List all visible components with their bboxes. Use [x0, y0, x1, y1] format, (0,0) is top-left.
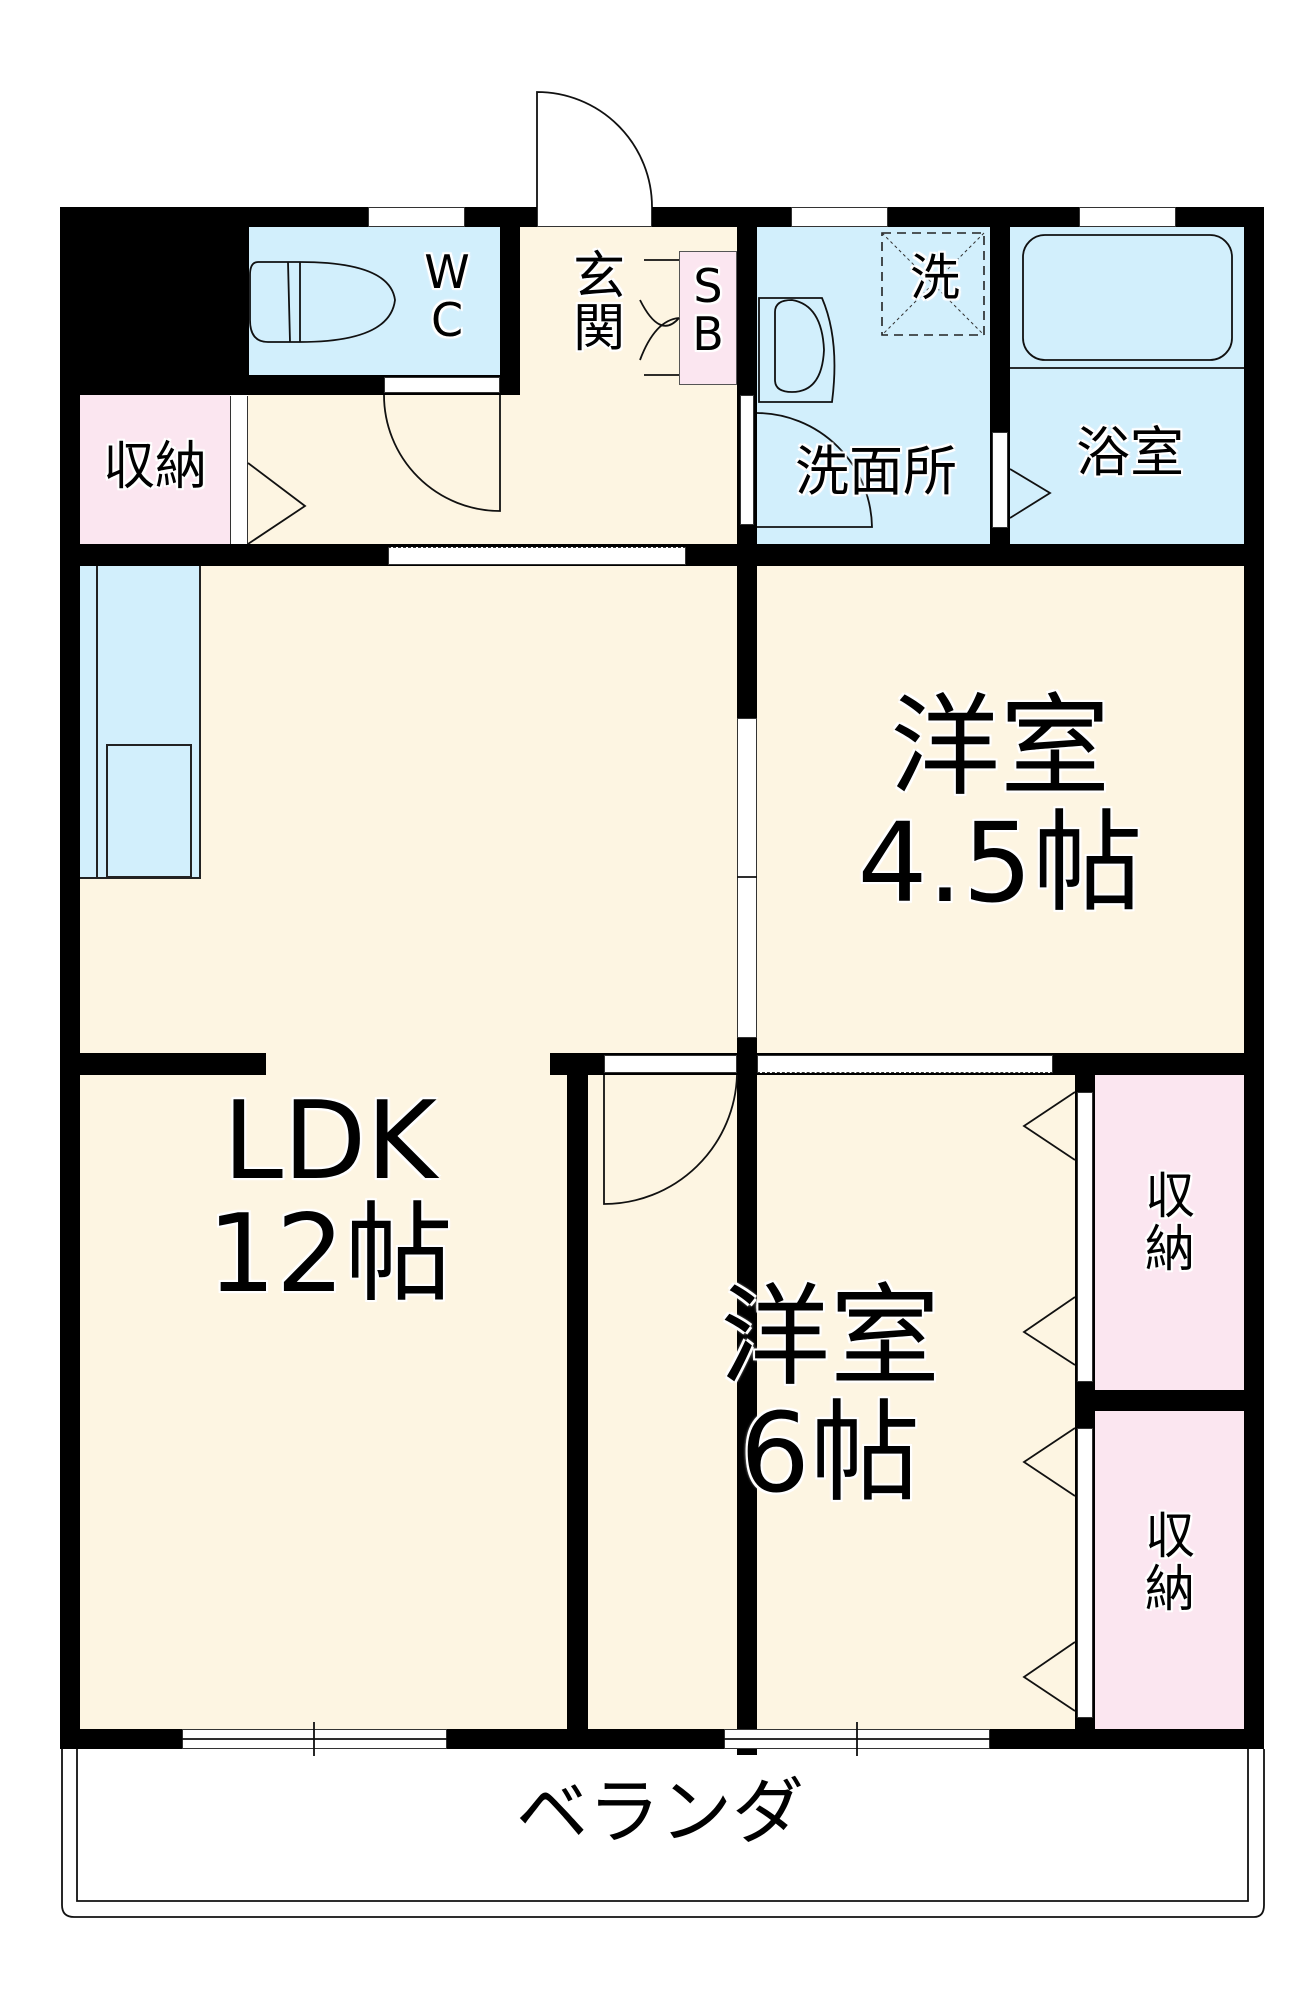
wall-outer-left	[60, 207, 80, 1749]
genkan-label: 玄関	[563, 248, 624, 352]
washer-space-icon	[881, 232, 985, 336]
bath-door[interactable]	[992, 432, 1008, 528]
storage-upper-label: 収 納	[1130, 1170, 1210, 1275]
storage-upper	[1095, 1075, 1244, 1390]
window-wc	[368, 207, 465, 227]
wall-ldk-room6	[567, 1053, 588, 1749]
shoe-box-label: S B	[680, 262, 736, 359]
hall-storage	[80, 395, 230, 544]
toilet-icon	[249, 261, 396, 343]
storage-lower-line2: 納	[1145, 1559, 1195, 1618]
room6-door-opening[interactable]	[604, 1055, 737, 1073]
ldk-size: 12帖	[207, 1192, 453, 1318]
wc-door-opening[interactable]	[384, 377, 500, 393]
storage-lower-line1: 収	[1145, 1507, 1195, 1565]
washroom-label: 洗面所	[795, 440, 957, 503]
washroom-room	[757, 227, 990, 544]
sliding-door-4-5[interactable]	[737, 718, 757, 1038]
wall-wc-right	[500, 207, 520, 395]
washbasin-icon	[758, 297, 836, 403]
shoe-box-label-line1: S	[693, 259, 723, 313]
wc-door-swing-icon	[383, 394, 501, 512]
ldk-name: LDK	[222, 1079, 438, 1204]
wc-label-line1: W	[424, 245, 470, 299]
bathtub-icon	[1022, 234, 1233, 361]
shoe-box	[679, 251, 737, 385]
window-bath	[1079, 207, 1176, 227]
bath-room	[1010, 227, 1244, 544]
western-room-4-5-size: 4.5帖	[857, 798, 1143, 927]
wc-room	[249, 227, 500, 375]
balcony-label: ベランダ	[515, 1770, 804, 1854]
shoe-box-label-line2: B	[692, 307, 724, 362]
room6-sliding-door[interactable]	[757, 1055, 1053, 1073]
ldk-sliding-door[interactable]	[388, 547, 686, 565]
wall-ldk-stub	[60, 1053, 266, 1075]
balcony-outline	[61, 1749, 1265, 1918]
storage-upper-door[interactable]	[1077, 1092, 1093, 1382]
storage-upper-line2: 納	[1145, 1219, 1195, 1278]
bath-label: 浴室	[1076, 421, 1184, 484]
western-room-4-5-label: 洋室 4.5帖	[830, 683, 1170, 927]
wall-corner-block	[60, 207, 249, 395]
washroom-door-frame[interactable]	[740, 395, 754, 525]
storage-lower-label: 収 納	[1130, 1510, 1210, 1615]
western-room-6-size: 6帖	[740, 1388, 920, 1517]
entrance-door-opening[interactable]	[537, 207, 652, 227]
storage-lower	[1095, 1411, 1244, 1729]
hall-storage-door[interactable]	[230, 396, 248, 544]
ldk-label: LDK 12帖	[170, 1085, 490, 1312]
wall-outer-right	[1244, 207, 1264, 1749]
storage-lower-door[interactable]	[1077, 1428, 1093, 1718]
western-room-4-5-name: 洋室	[890, 683, 1110, 811]
western-room-6-name: 洋室	[720, 1273, 940, 1401]
western-room-6-label: 洋室 6帖	[680, 1273, 980, 1517]
wc-label: W C	[412, 248, 482, 345]
washer-label: 洗	[910, 249, 960, 307]
entrance-door-swing-icon	[536, 91, 653, 208]
kitchen-sink	[106, 744, 192, 878]
western-room-6	[588, 1075, 1075, 1729]
wall-closet-split	[1075, 1390, 1264, 1411]
wall-outer-top	[60, 207, 1264, 227]
wc-label-line2: C	[430, 293, 464, 348]
window-washroom	[791, 207, 888, 227]
kitchen-counter-edge	[96, 566, 98, 879]
hall-storage-label: 収納	[102, 437, 207, 497]
hallway	[248, 386, 737, 544]
storage-upper-line1: 収	[1145, 1167, 1195, 1225]
western-room-4-5	[757, 566, 1244, 1053]
